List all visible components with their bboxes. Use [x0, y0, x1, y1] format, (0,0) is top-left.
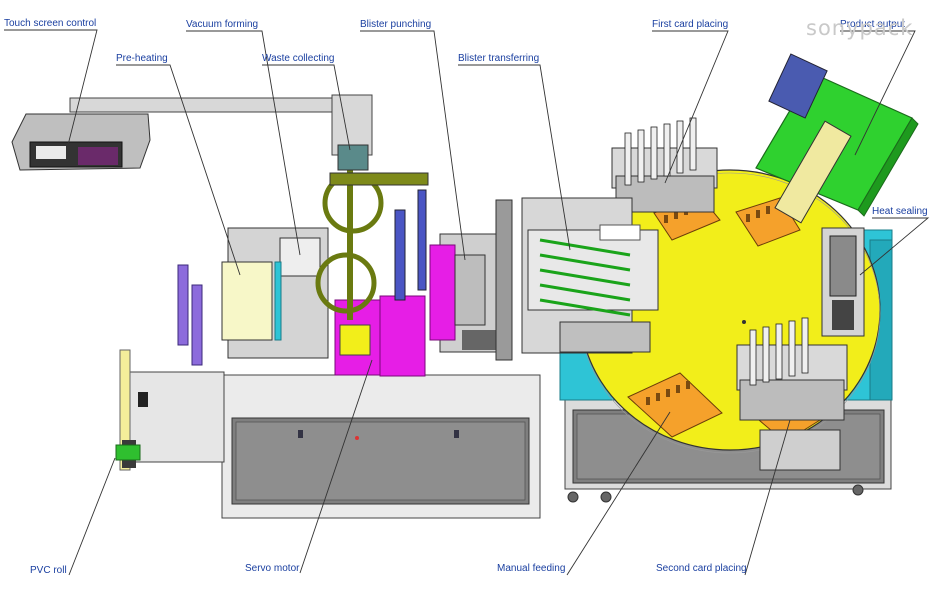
label-vacuum-forming: Vacuum forming [186, 19, 259, 30]
second-card-station [736, 317, 848, 471]
label-pvc-roll: PVC roll [30, 565, 67, 576]
watermark-logo: sonypack [806, 16, 914, 40]
left-cabinet [221, 374, 541, 519]
pvc-roll-assembly [115, 349, 225, 471]
heat-sealing-unit [821, 227, 865, 337]
product-output-conveyor [755, 53, 919, 224]
label-first-card-placing: First card placing [652, 19, 729, 30]
label-waste-collecting: Waste collecting [262, 53, 335, 64]
label-touch-screen-control: Touch screen control [4, 18, 97, 29]
blister-transfer [521, 197, 659, 354]
leader-lines [4, 29, 930, 576]
label-servo-motor: Servo motor [245, 563, 300, 574]
label-pre-heating: Pre-heating [116, 53, 168, 64]
label-blister-punching: Blister punching [360, 19, 432, 30]
blister-punching [429, 199, 513, 361]
label-product-output: Product output [840, 19, 906, 30]
label-heat-sealing: Heat sealing [872, 206, 928, 217]
label-second-card-placing: Second card placing [656, 563, 747, 574]
pre-heating [177, 261, 282, 366]
label-manual-feeding: Manual feeding [497, 563, 566, 574]
label-blister-transferring: Blister transferring [458, 53, 540, 64]
touch-screen-unit [11, 94, 373, 171]
